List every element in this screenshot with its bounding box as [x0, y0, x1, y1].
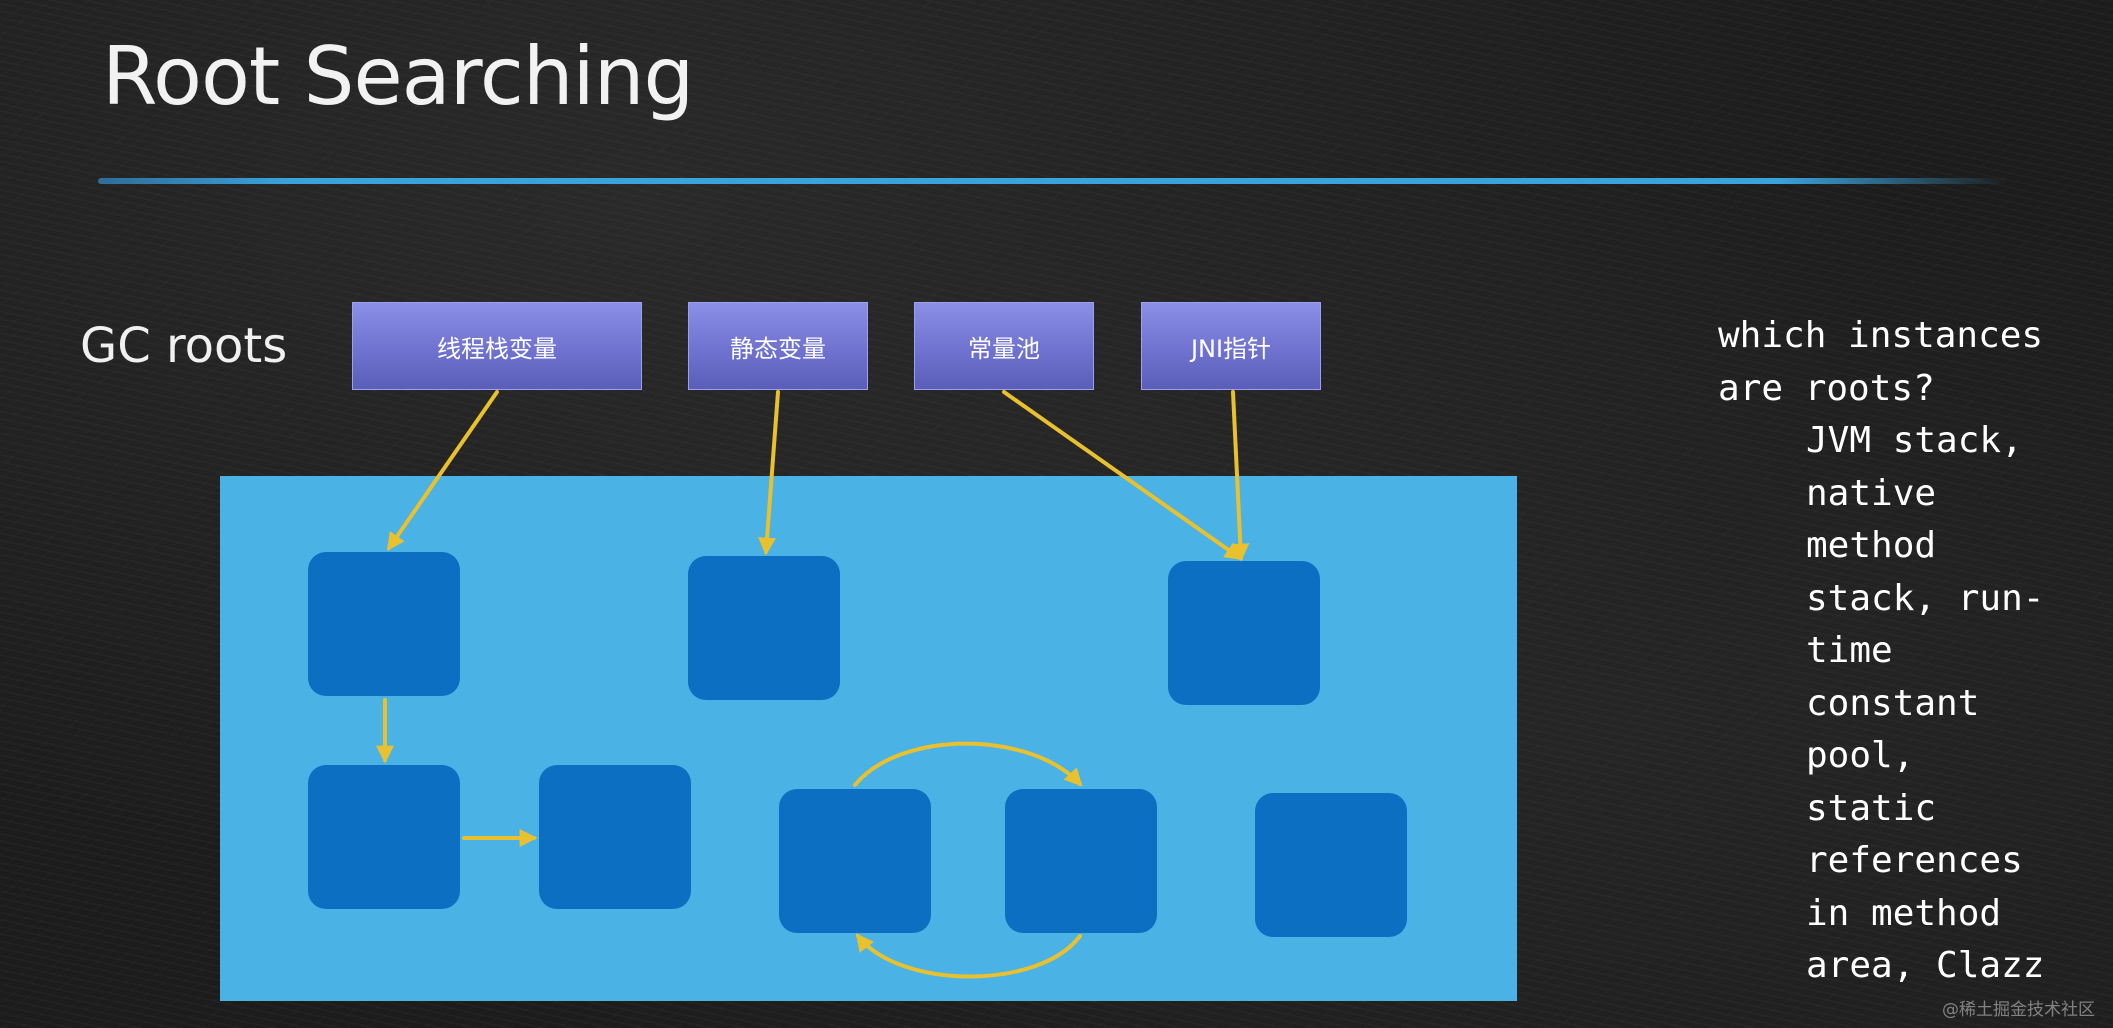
question-line: are roots?	[1718, 367, 1935, 409]
root-box-static-variables: 静态变量	[688, 302, 868, 390]
explanation-text: which instances are roots? JVM stack, na…	[1718, 310, 2098, 993]
title-underline	[98, 178, 2008, 184]
answer-line: stack, run-	[1806, 577, 2045, 619]
heap-object-node	[1005, 789, 1157, 933]
slide-title: Root Searching	[102, 30, 694, 123]
answer-line: constant	[1806, 682, 1980, 724]
question-line: which instances	[1718, 315, 2044, 356]
heap-object-node	[308, 765, 460, 909]
answer-line: native	[1806, 472, 1937, 514]
root-box-jni-pointers: JNI指针	[1141, 302, 1321, 390]
answer-line: area, Clazz	[1806, 945, 2045, 986]
heap-object-node	[308, 552, 460, 696]
root-box-constant-pool: 常量池	[914, 302, 1094, 390]
answer-line: in method	[1806, 892, 2002, 934]
answer-line: JVM stack,	[1806, 420, 2023, 461]
answer-line: pool,	[1806, 735, 1915, 776]
heap-object-node	[779, 789, 931, 933]
answer-line: method	[1806, 525, 1937, 566]
heap-object-node	[1255, 793, 1407, 937]
answer-line: static	[1806, 787, 1937, 829]
root-box-thread-stack-variables: 线程栈变量	[352, 302, 642, 390]
heap-object-node	[539, 765, 691, 909]
gc-roots-label: GC roots	[80, 318, 288, 374]
answer-line: references	[1806, 840, 2023, 881]
heap-object-node	[688, 556, 840, 700]
watermark: @稀土掘金技术社区	[1942, 1000, 2095, 1020]
answer-line: time	[1806, 630, 1893, 671]
heap-object-node	[1168, 561, 1320, 705]
